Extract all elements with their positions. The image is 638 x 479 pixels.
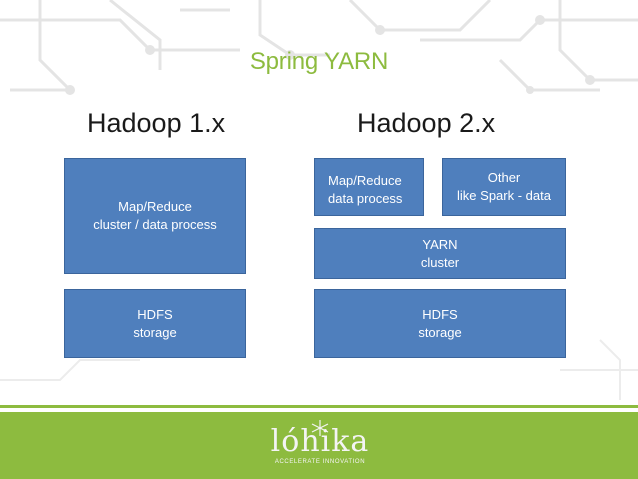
hadoop1-hdfs-box: HDFS storage — [64, 289, 246, 358]
hadoop2-yarn-title: YARN — [422, 236, 458, 252]
hadoop2-yarn-subtitle: cluster — [420, 254, 460, 270]
logo-spark-icon — [311, 420, 329, 436]
hadoop1-mapreduce-subtitle: cluster / data process — [93, 217, 217, 232]
hadoop1-hdfs-subtitle: storage — [133, 324, 177, 340]
hadoop2-hdfs-subtitle: storage — [418, 324, 462, 340]
hadoop1-hdfs-title: HDFS — [137, 306, 173, 322]
hadoop1-mapreduce-title: Map/Reduce — [118, 199, 192, 214]
footer-band — [0, 412, 638, 479]
hadoop2-hdfs-title: HDFS — [422, 306, 458, 322]
hadoop2-other-box: Other like Spark - data — [442, 158, 566, 216]
hadoop-2-heading: Hadoop 2.x — [357, 108, 496, 138]
logo-wordmark: lóhika — [270, 424, 370, 459]
footer-divider — [0, 405, 638, 408]
hadoop1-mapreduce-box: Map/Reduce cluster / data process — [64, 158, 246, 274]
slide-title: Spring YARN — [249, 48, 389, 75]
hadoop-1-heading: Hadoop 1.x — [87, 108, 226, 138]
hadoop2-yarn-box: YARN cluster — [314, 228, 566, 279]
hadoop2-other-title: Other — [487, 170, 521, 185]
logo-tagline: ACCELERATE INNOVATION — [274, 459, 366, 465]
hadoop2-hdfs-box: HDFS storage — [314, 289, 566, 358]
hadoop2-mapreduce-title: Map/Reduce — [328, 173, 402, 188]
hadoop2-other-subtitle: like Spark - data — [457, 188, 551, 203]
hadoop2-mapreduce-box: Map/Reduce data process — [314, 158, 424, 216]
hadoop2-mapreduce-subtitle: data process — [328, 191, 403, 206]
lohika-logo: lóhika ACCELERATE INNOVATION — [268, 418, 372, 474]
